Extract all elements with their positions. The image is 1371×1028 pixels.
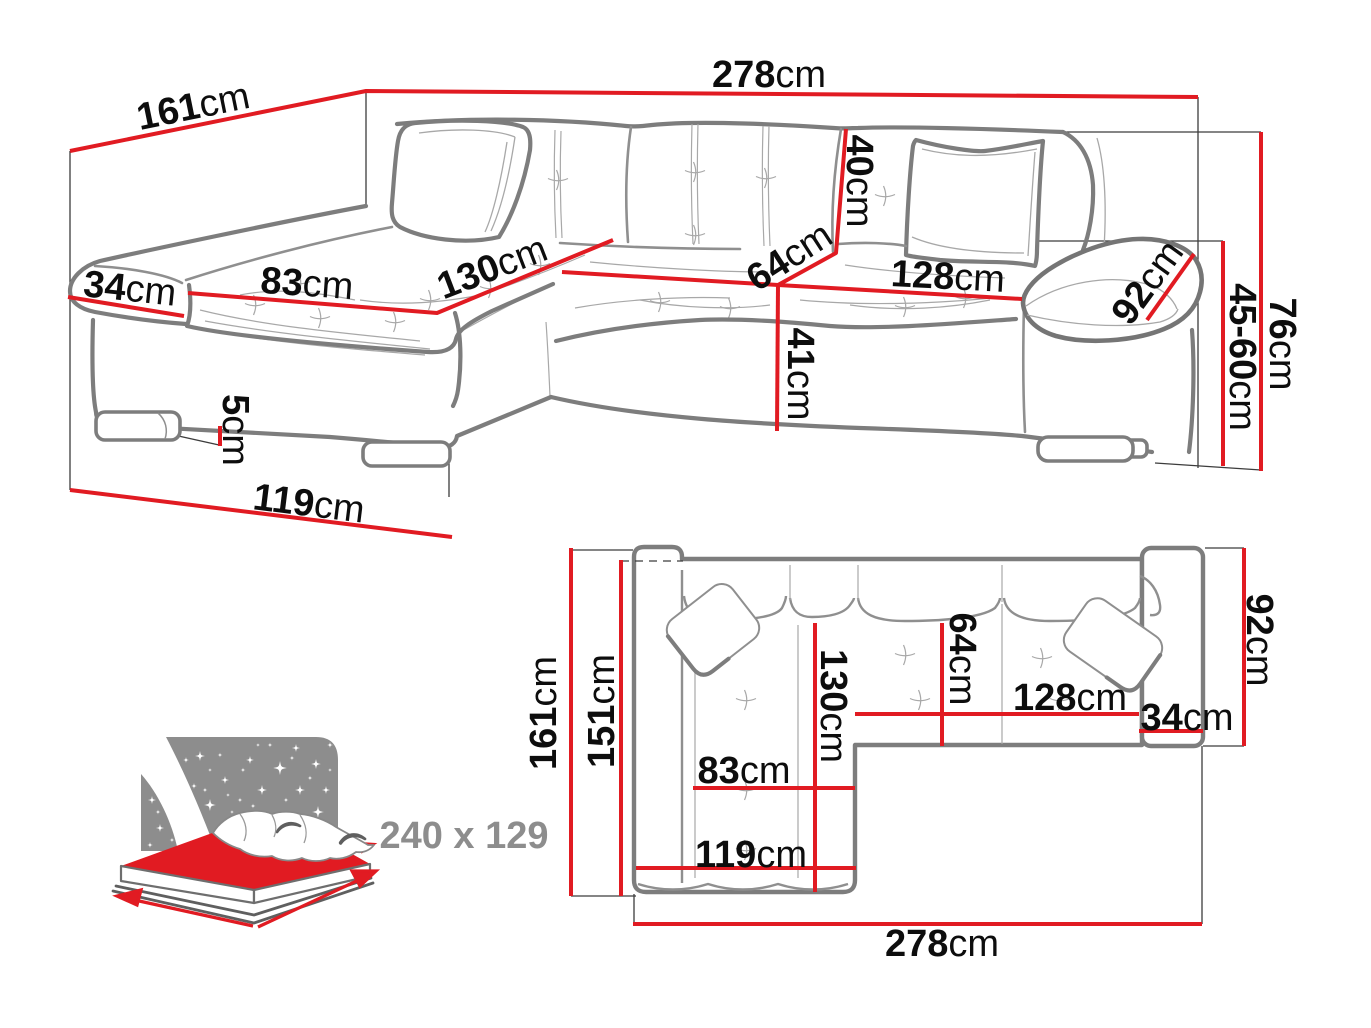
- svg-text:83cm: 83cm: [259, 260, 355, 308]
- svg-text:34cm: 34cm: [81, 263, 178, 314]
- svg-text:119cm: 119cm: [251, 476, 367, 531]
- svg-text:240 x 129: 240 x 129: [379, 815, 548, 857]
- svg-text:40cm: 40cm: [838, 135, 880, 228]
- svg-text:128cm: 128cm: [890, 253, 1006, 301]
- svg-text:278cm: 278cm: [712, 54, 826, 96]
- svg-text:76cm: 76cm: [1261, 298, 1303, 391]
- svg-text:5cm: 5cm: [214, 394, 256, 466]
- svg-text:64cm: 64cm: [941, 613, 983, 706]
- svg-text:278cm: 278cm: [885, 923, 999, 965]
- svg-text:161cm: 161cm: [133, 75, 253, 139]
- svg-text:130cm: 130cm: [812, 649, 854, 763]
- svg-text:34cm: 34cm: [1141, 697, 1234, 739]
- svg-text:119cm: 119cm: [695, 834, 807, 876]
- svg-text:161cm: 161cm: [523, 656, 565, 770]
- svg-text:41cm: 41cm: [779, 328, 821, 421]
- svg-text:128cm: 128cm: [1013, 677, 1127, 719]
- svg-text:45-60cm: 45-60cm: [1221, 283, 1263, 431]
- svg-text:151cm: 151cm: [581, 654, 623, 768]
- svg-text:92cm: 92cm: [1238, 594, 1280, 687]
- svg-text:83cm: 83cm: [698, 750, 791, 792]
